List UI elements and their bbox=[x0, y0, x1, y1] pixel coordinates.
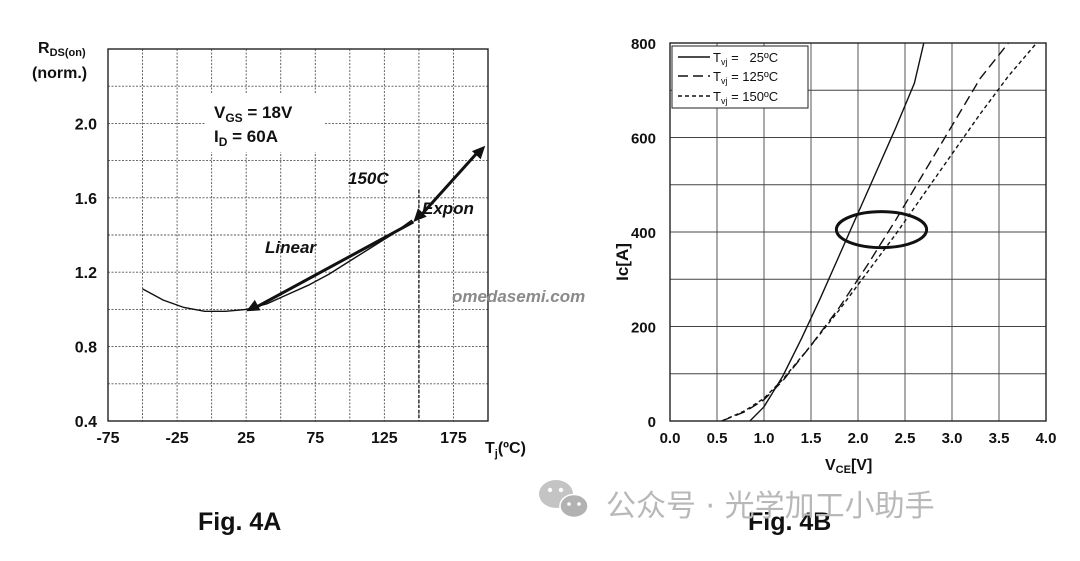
fig-4b-caption: Fig. 4B bbox=[748, 508, 831, 536]
fig-4a-linear-arrowhead bbox=[246, 299, 261, 312]
fig-4b-x-ticks: 0.0 0.5 1.0 1.5 2.0 2.5 3.0 3.5 4.0 bbox=[660, 430, 1057, 447]
fig-4a-y-tick-label: 1.6 bbox=[75, 191, 97, 208]
fig-4a-y-tick-label: 0.4 bbox=[75, 414, 97, 431]
wechat-watermark: 公众号 · 光学加工小助手 bbox=[539, 480, 935, 524]
wechat-icon bbox=[539, 480, 589, 519]
fig-4a-y-tick-label: 0.8 bbox=[75, 340, 97, 357]
fig-4a-x-tick-label: 25 bbox=[237, 430, 255, 447]
fig-4a-y-tick-label: 2.0 bbox=[75, 116, 97, 133]
fig-4b-y-ticks: 0 200 400 600 800 bbox=[631, 36, 656, 431]
fig-4a-rdson-curve bbox=[142, 219, 413, 312]
fig-4b-y-tick-label: 400 bbox=[631, 225, 656, 242]
fig-4a-y-ticks: 0.4 0.8 1.2 1.6 2.0 bbox=[75, 116, 97, 431]
fig-4b-chart: 0 200 400 600 800 0.0 0.5 1.0 1.5 2.0 2.5 3.0 3.5 4.… bbox=[613, 36, 1056, 536]
fig-4a-linear-arrow bbox=[253, 220, 415, 310]
fig-4a-x-tick-label: -75 bbox=[96, 430, 119, 447]
fig-4a-x-tick-label: -25 bbox=[166, 430, 189, 447]
fig-4a-expon-arrow bbox=[418, 151, 479, 218]
fig-4b-y-tick-label: 600 bbox=[631, 131, 656, 148]
fig-4b-highlight-ellipse bbox=[834, 210, 929, 250]
fig-4b-x-tick-label: 2.5 bbox=[895, 430, 916, 447]
fig-4a-conditions-box bbox=[206, 94, 324, 152]
fig-4a-chart: 0.4 0.8 1.2 1.6 2.0 -75 -25 25 75 125 175 RDS(on)… bbox=[32, 40, 526, 536]
fig-4b-x-tick-label: 1.0 bbox=[754, 430, 775, 447]
fig-4a-caption: Fig. 4A bbox=[198, 508, 281, 536]
fig-4b-y-tick-label: 0 bbox=[648, 414, 656, 431]
fig-4a-expon-arrowhead-start bbox=[413, 208, 427, 222]
fig-4a-expon-label: Expon bbox=[422, 199, 474, 218]
fig-4b-series-group bbox=[721, 42, 1038, 422]
wechat-account-label: 公众号 · 光学加工小助手 bbox=[606, 489, 935, 524]
fig-4b-legend-label-125c: Tvj = 125ºC bbox=[713, 69, 778, 86]
fig-4a-expon-arrowhead-end bbox=[471, 145, 486, 160]
watermark-text: omedasemi.com bbox=[452, 287, 585, 306]
fig-4b-x-tick-label: 1.5 bbox=[801, 430, 822, 447]
fig-4b-legend: Tvj = 25ºC Tvj = 125ºC Tvj = 150ºC bbox=[671, 45, 809, 109]
fig-4a-150c-label: 150C bbox=[348, 169, 389, 188]
fig-4a-x-ticks: -75 -25 25 75 125 175 bbox=[96, 430, 466, 447]
fig-4a-plot-frame bbox=[107, 48, 489, 422]
fig-4a-x-axis-label: Tj(ºC) bbox=[485, 440, 526, 460]
fig-4a-y-axis-label: RDS(on) bbox=[38, 40, 86, 59]
fig-4a-y-axis-label-line2: (norm.) bbox=[32, 65, 87, 82]
fig-4a-condition-id: ID = 60A bbox=[214, 127, 278, 149]
fig-4a-x-tick-label: 175 bbox=[440, 430, 467, 447]
fig-4b-y-tick-label: 800 bbox=[631, 36, 656, 53]
fig-4b-x-tick-label: 3.5 bbox=[989, 430, 1010, 447]
fig-4b-plot-frame bbox=[669, 42, 1047, 422]
fig-4a-condition-vgs: VGS = 18V bbox=[214, 103, 293, 125]
fig-4a-linear-label: Linear bbox=[265, 238, 317, 257]
fig-4b-x-tick-label: 2.0 bbox=[848, 430, 869, 447]
fig-4b-x-tick-label: 4.0 bbox=[1036, 430, 1057, 447]
fig-4b-x-tick-label: 0.0 bbox=[660, 430, 681, 447]
fig-4b-x-tick-label: 0.5 bbox=[707, 430, 728, 447]
fig-4a-x-tick-label: 125 bbox=[371, 430, 398, 447]
fig-4b-y-axis-label: Ic[A] bbox=[613, 243, 632, 281]
fig-4b-legend-label-150c: Tvj = 150ºC bbox=[713, 89, 778, 106]
fig-4a-x-tick-label: 75 bbox=[306, 430, 324, 447]
fig-4b-y-tick-label: 200 bbox=[631, 320, 656, 337]
fig-4b-x-axis-label: VCE[V] bbox=[825, 457, 872, 476]
fig-4b-x-tick-label: 3.0 bbox=[942, 430, 963, 447]
fig-4a-y-tick-label: 1.2 bbox=[75, 265, 97, 282]
fig-4b-legend-label-25c: Tvj = 25ºC bbox=[713, 50, 778, 67]
fig-4b-series-150c bbox=[721, 42, 1038, 422]
